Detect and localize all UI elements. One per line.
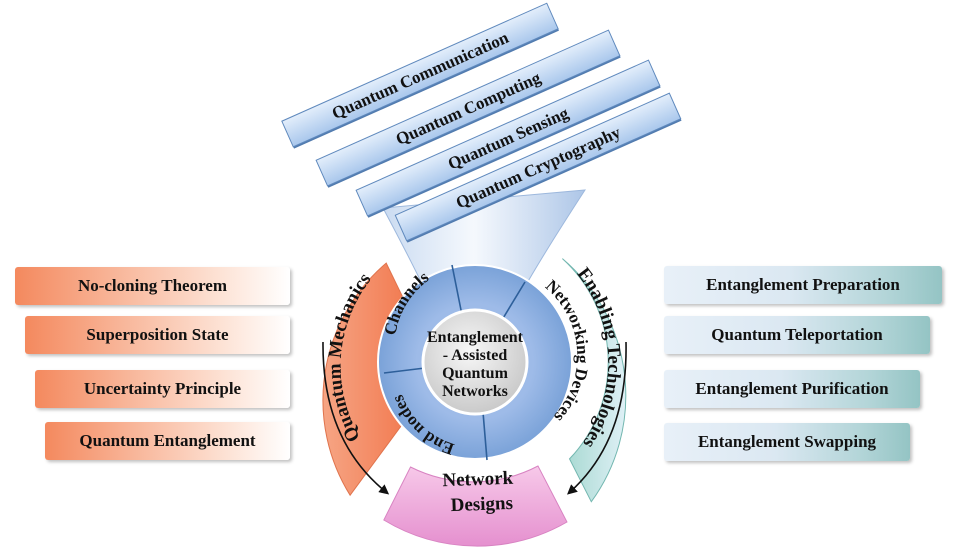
- center-line-1: Entanglement: [427, 329, 524, 346]
- network-designs-sector: [383, 465, 568, 547]
- right-item-teleportation: Quantum Teleportation: [664, 316, 930, 354]
- left-item-label: Superposition State: [86, 325, 229, 344]
- left-item-entanglement: Quantum Entanglement: [45, 422, 290, 460]
- ring-divider: [451, 264, 463, 316]
- center-line-4: Networks: [442, 383, 508, 400]
- left-item-label: No-cloning Theorem: [77, 276, 228, 295]
- left-item-label: Uncertainty Principle: [83, 379, 242, 398]
- right-item-purification: Entanglement Purification: [664, 370, 920, 408]
- right-item-label: Entanglement Preparation: [706, 275, 900, 294]
- left-item-uncertainty: Uncertainty Principle: [35, 370, 290, 408]
- left-item-label: Quantum Entanglement: [79, 431, 256, 450]
- center-line-3: Quantum: [442, 365, 508, 382]
- right-item-label: Entanglement Purification: [695, 379, 889, 398]
- network-designs-label-line2: Designs: [450, 493, 513, 516]
- right-item-label: Entanglement Swapping: [697, 432, 877, 451]
- left-curved-arrow: [322, 341, 390, 495]
- right-item-label: Quantum Teleportation: [711, 325, 883, 344]
- ring-divider: [501, 281, 526, 321]
- ring-divider: [383, 367, 426, 374]
- right-item-preparation: Entanglement Preparation: [664, 266, 942, 304]
- center-circle: [421, 308, 529, 416]
- ring-divider: [482, 411, 488, 461]
- network-designs-label-line1: Network: [442, 468, 514, 491]
- right-item-swapping: Entanglement Swapping: [664, 423, 910, 461]
- center-line-2: - Assisted: [443, 347, 508, 364]
- enabling-technologies-sector: [562, 258, 627, 503]
- right-curved-arrow: [567, 341, 627, 495]
- left-item-no-cloning: No-cloning Theorem: [15, 267, 290, 305]
- left-item-superposition: Superposition State: [25, 316, 290, 354]
